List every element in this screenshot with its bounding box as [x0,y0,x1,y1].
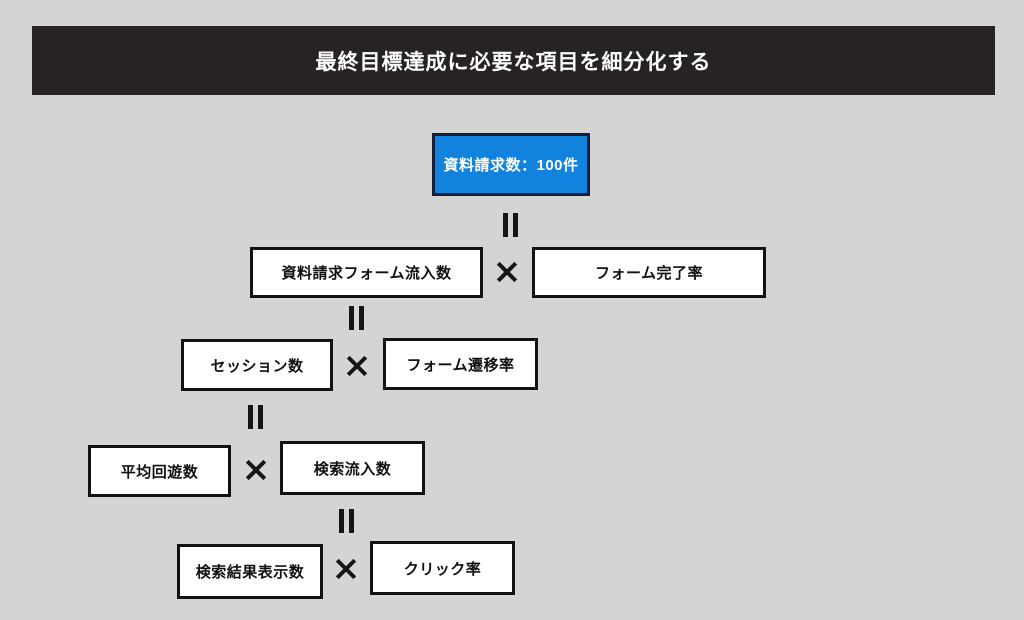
node-form-inflow: 資料請求フォーム流入数 [250,247,483,298]
multiply-icon [342,351,372,381]
node-sessions: セッション数 [181,339,333,391]
node-search-impressions: 検索結果表示数 [177,544,323,599]
multiply-icon [241,455,271,485]
equals-icon [248,405,263,429]
node-document-requests: 資料請求数：100件 [432,133,590,196]
node-form-transition-rate: フォーム遷移率 [383,338,538,390]
page-title: 最終目標達成に必要な項目を細分化する [315,50,712,74]
node-document-requests-label: 資料請求数：100件 [443,157,579,174]
node-click-rate: クリック率 [370,541,515,595]
header-bar: 最終目標達成に必要な項目を細分化する [32,26,995,95]
node-sessions-label: セッション数 [210,357,304,375]
node-form-completion-rate-label: フォーム完了率 [594,265,704,282]
multiply-icon [331,554,361,584]
equals-icon [503,213,518,237]
node-search-inflow: 検索流入数 [280,441,425,495]
node-click-rate-label: クリック率 [403,560,482,578]
node-search-inflow-label: 検索流入数 [313,460,392,478]
node-average-pages-browsed: 平均回遊数 [88,445,231,497]
node-form-completion-rate: フォーム完了率 [532,247,766,298]
node-form-inflow-label: 資料請求フォーム流入数 [281,265,452,282]
node-form-transition-rate-label: フォーム遷移率 [406,356,515,374]
node-search-impressions-label: 検索結果表示数 [195,564,305,581]
equals-icon [339,509,354,533]
equals-icon [349,306,364,330]
node-average-pages-browsed-label: 平均回遊数 [120,463,199,481]
multiply-icon [492,257,522,287]
